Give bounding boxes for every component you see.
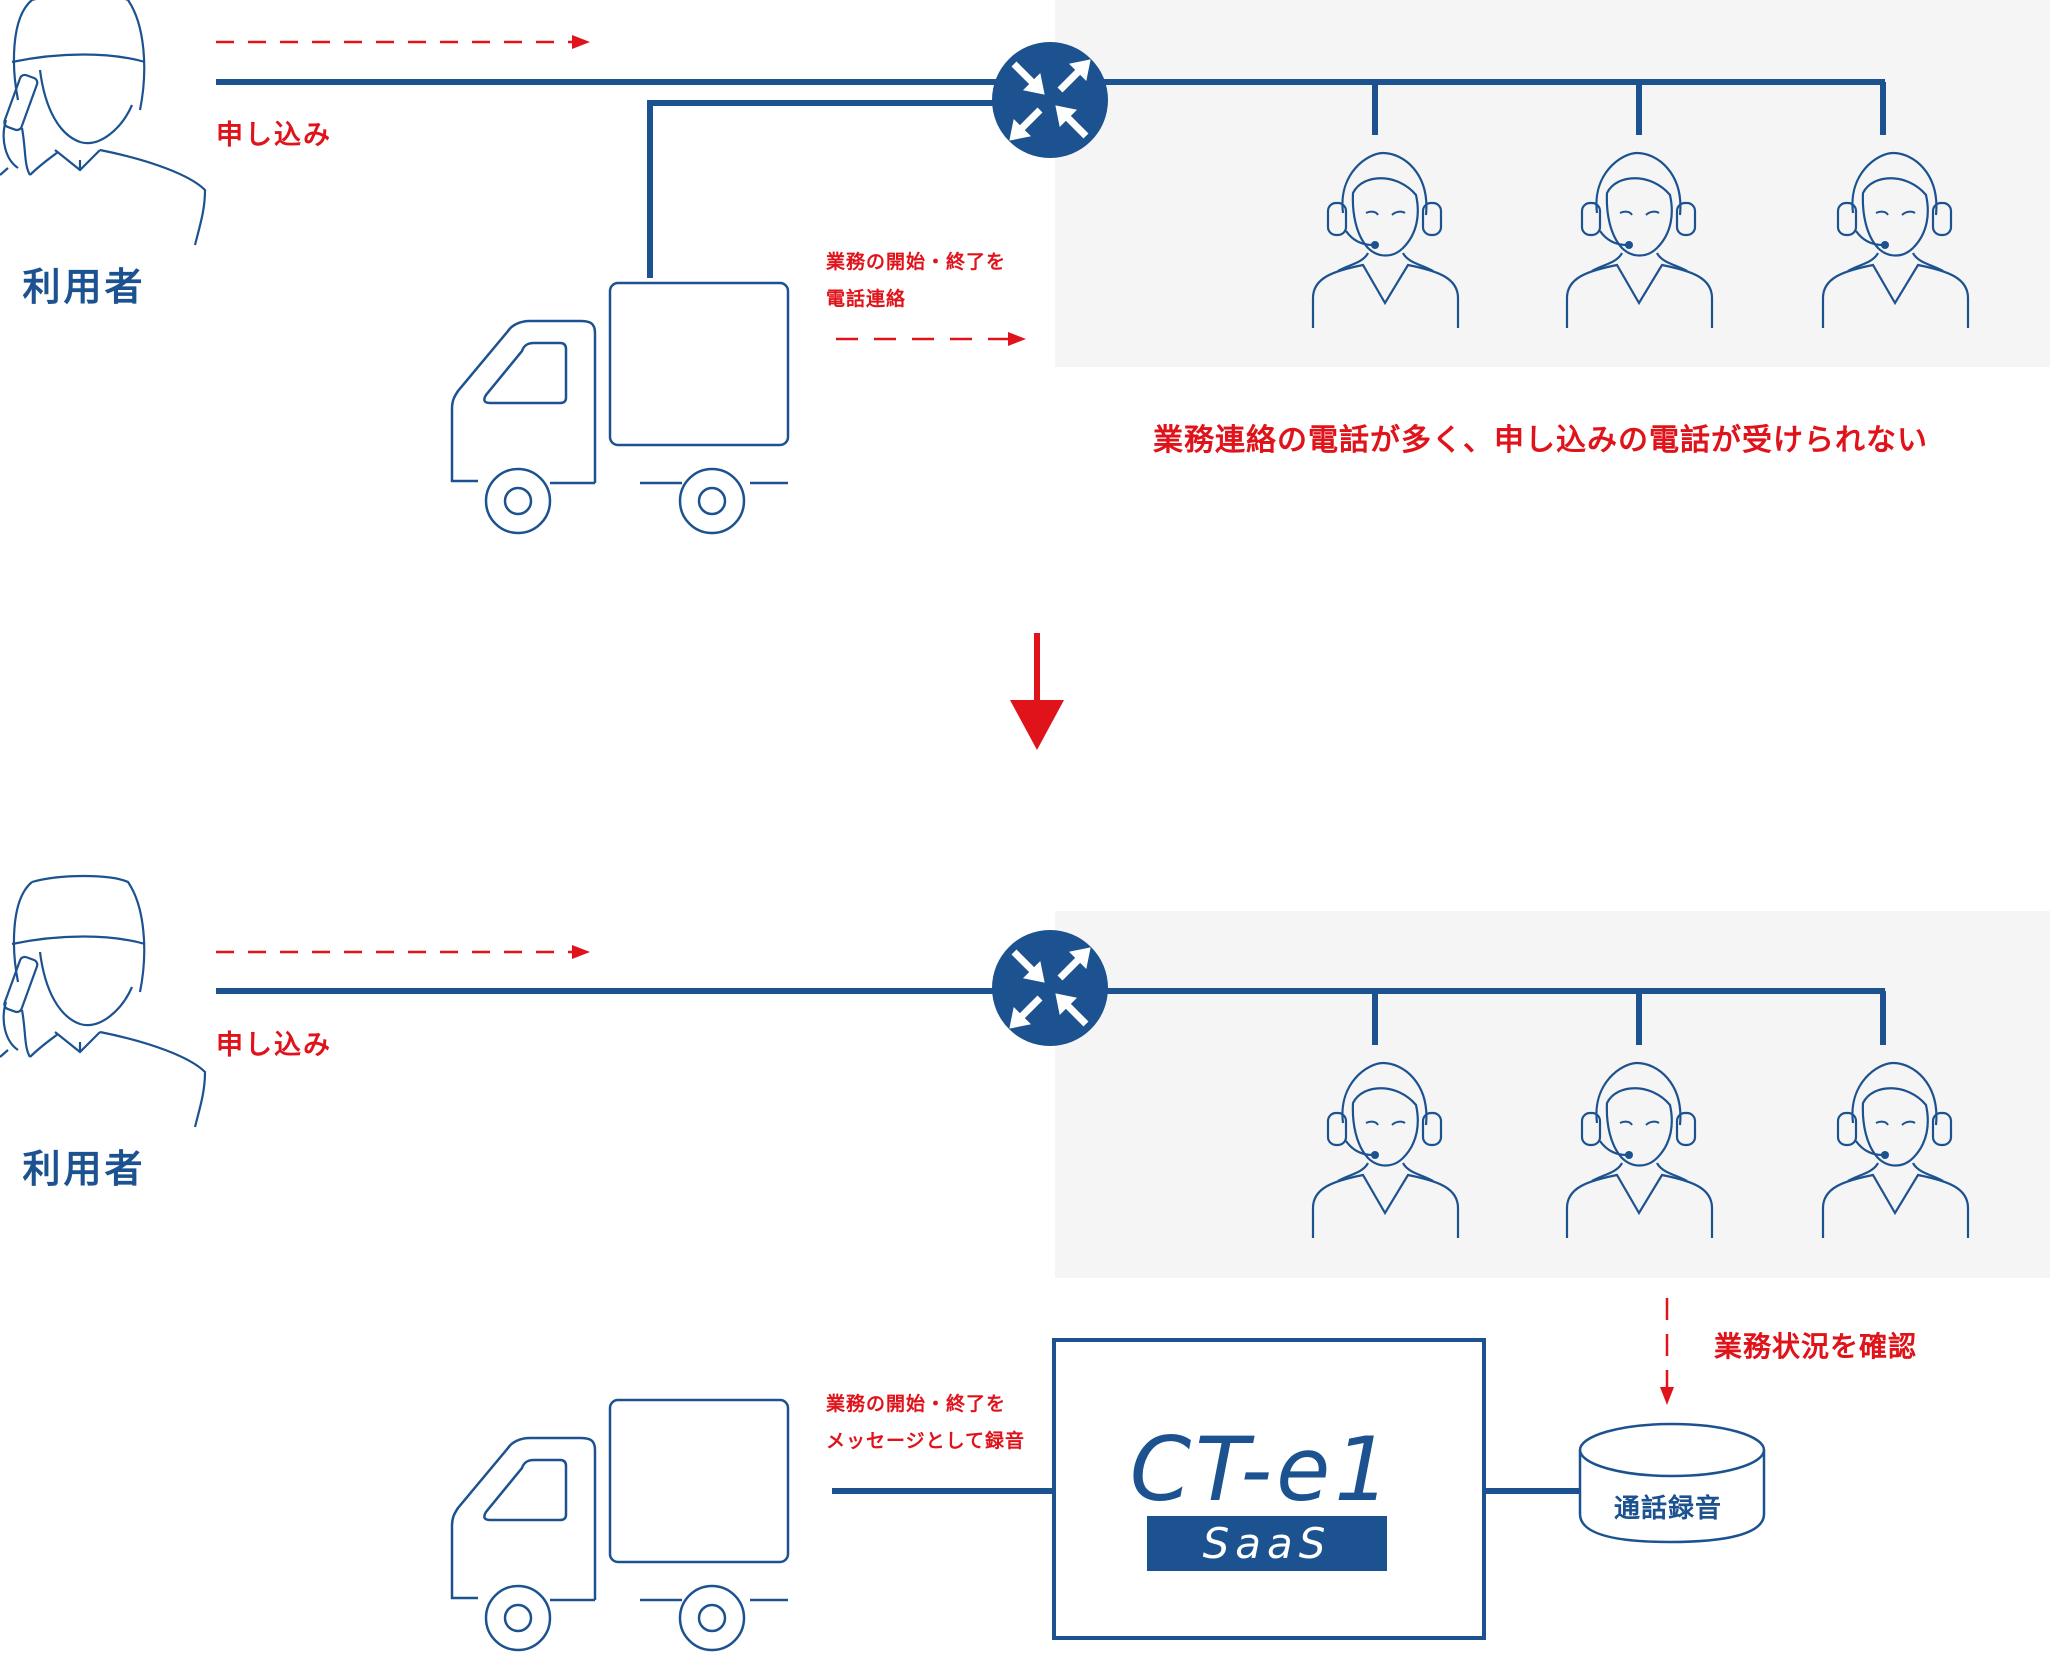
apply-label-before: 申し込み xyxy=(216,120,332,151)
ctel-saas-box xyxy=(1052,1338,1486,1640)
check-arrow-head xyxy=(1660,1387,1674,1405)
driver-note-after-line2: メッセージとして録音 xyxy=(826,1429,1025,1452)
truck-icon xyxy=(450,1398,790,1652)
problem-text: 業務連絡の電話が多く、申し込みの電話が受けられない xyxy=(1153,423,1928,458)
check-label: 業務状況を確認 xyxy=(1714,1330,1917,1363)
apply-arrow-head-after xyxy=(572,945,590,959)
person-phone-icon xyxy=(0,0,207,247)
truck-icon xyxy=(450,281,790,535)
down-arrow-head xyxy=(1010,700,1064,750)
call-center-panel-after xyxy=(1055,911,2050,1278)
product-logo: CT-e1 xyxy=(1130,1418,1395,1521)
router-icon xyxy=(992,42,1108,158)
driver-note-before-line1: 業務の開始・終了を xyxy=(825,250,1006,273)
storage-label: 通話録音 xyxy=(1614,1493,1722,1524)
person-phone-icon xyxy=(0,874,207,1129)
router-icon xyxy=(992,930,1108,1046)
driver-note-before-line2: 電話連絡 xyxy=(826,287,906,310)
user-label-before: 利用者 xyxy=(22,265,145,309)
driver-call-arrow-head xyxy=(1008,332,1026,346)
database-icon xyxy=(1578,1422,1766,1544)
apply-label-after: 申し込み xyxy=(216,1030,332,1061)
network-lines-before xyxy=(216,79,1886,278)
apply-arrow-head-before xyxy=(572,35,590,49)
driver-note-after-line1: 業務の開始・終了を xyxy=(825,1392,1006,1415)
saas-badge xyxy=(1147,1516,1387,1571)
saas-badge-label: SaaS xyxy=(1203,1519,1332,1568)
user-label-after: 利用者 xyxy=(22,1147,145,1191)
call-center-panel-before xyxy=(1055,0,2050,367)
